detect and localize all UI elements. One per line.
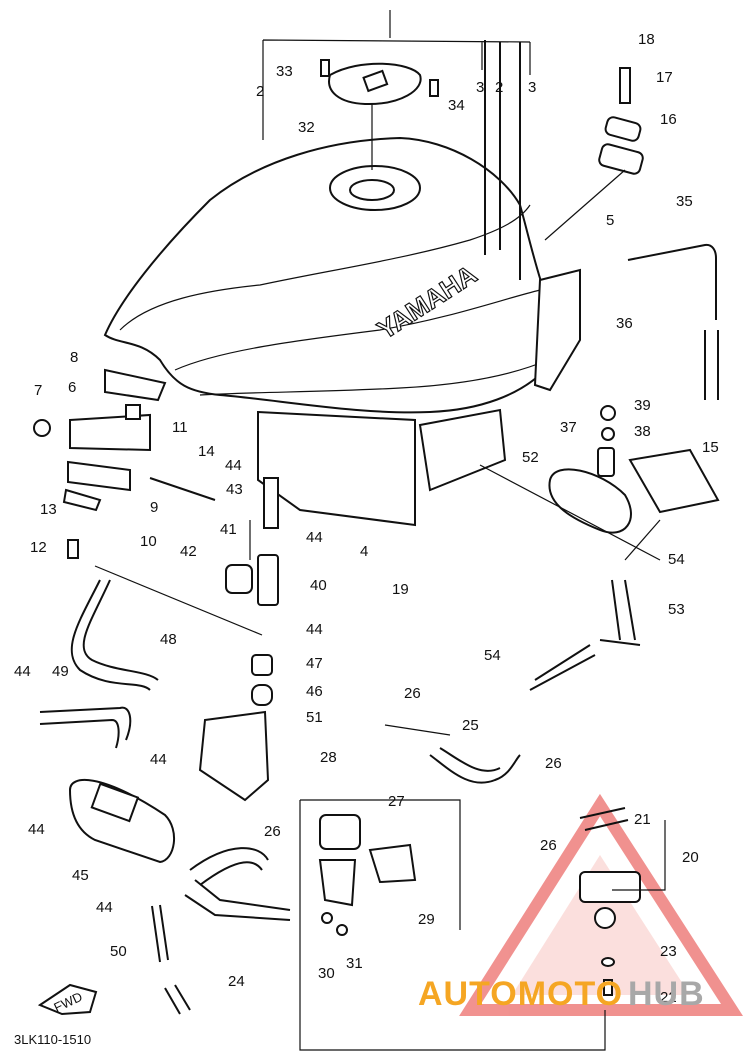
left-bracket-parts: [33, 368, 216, 559]
callout-c6: 6: [68, 379, 76, 396]
callout-c44a: 44: [225, 457, 242, 474]
fuel-filter-right: [548, 405, 632, 534]
drawing-code: 3LK110-1510: [14, 1032, 91, 1047]
callout-c48: 48: [160, 631, 177, 648]
callout-c36: 36: [616, 315, 633, 332]
hose-35b: [704, 330, 719, 400]
callout-c7: 7: [34, 382, 42, 399]
callout-c22: 22: [660, 989, 677, 1006]
callout-c39: 39: [634, 397, 651, 414]
callout-c50: 50: [110, 943, 127, 960]
callout-c30: 30: [318, 965, 335, 982]
callout-c2b: 2: [495, 79, 503, 96]
callout-c9: 9: [150, 499, 158, 516]
callout-c23: 23: [660, 943, 677, 960]
callout-c15: 15: [702, 439, 719, 456]
fuel-hoses: [184, 579, 641, 921]
fuel-tank: [103, 40, 562, 527]
callout-c49: 49: [52, 663, 69, 680]
callout-c21: 21: [634, 811, 651, 828]
callout-c12: 12: [30, 539, 47, 556]
fuel-cock: [579, 807, 641, 996]
watermark-text-secondary: HUB: [628, 975, 705, 1013]
callout-c24: 24: [228, 973, 245, 990]
callout-c41: 41: [220, 521, 237, 538]
callout-c52: 52: [522, 449, 539, 466]
callout-c47: 47: [306, 655, 323, 672]
watermark-text-primary: AUTOMOTO: [418, 975, 623, 1013]
callout-c34: 34: [448, 97, 465, 114]
callout-c13: 13: [40, 501, 57, 518]
callout-c2a: 2: [256, 83, 264, 100]
callout-c26c: 26: [264, 823, 281, 840]
callout-c43: 43: [226, 481, 243, 498]
callout-c51: 51: [306, 709, 323, 726]
callout-c44f: 44: [28, 821, 45, 838]
callout-c37: 37: [560, 419, 577, 436]
callout-c44c: 44: [306, 621, 323, 638]
callout-c53: 53: [668, 601, 685, 618]
callout-c14: 14: [198, 443, 215, 460]
watermark: AUTOMOTO HUB: [418, 975, 705, 1013]
callout-c35: 35: [676, 193, 693, 210]
callout-c5: 5: [606, 212, 614, 229]
callout-c31: 31: [346, 955, 363, 972]
callout-c20: 20: [682, 849, 699, 866]
callout-c19: 19: [392, 581, 409, 598]
callout-c16: 16: [660, 111, 677, 128]
callout-c11: 11: [172, 419, 188, 436]
callout-c44b: 44: [306, 529, 323, 546]
callout-c38: 38: [634, 423, 651, 440]
callout-c26a: 26: [404, 685, 421, 702]
callout-c4: 4: [360, 543, 368, 560]
callout-c27: 27: [388, 793, 405, 810]
callout-c40: 40: [310, 577, 327, 594]
callout-c54b: 54: [484, 647, 501, 664]
callout-c25: 25: [462, 717, 479, 734]
hose-35: [627, 243, 717, 320]
callout-c42: 42: [180, 543, 197, 560]
leader-lines: [94, 10, 666, 1051]
forward-arrow: FWD: [37, 983, 98, 1015]
callout-c32: 32: [298, 119, 315, 136]
callout-c46: 46: [306, 683, 323, 700]
center-connector-parts: [318, 814, 417, 936]
callout-c3a: 3: [476, 79, 484, 96]
fuel-pump: [68, 778, 191, 1015]
callout-c33: 33: [276, 63, 293, 80]
callout-c8: 8: [70, 349, 78, 366]
callout-c26d: 26: [540, 837, 557, 854]
callout-c18: 18: [638, 31, 655, 48]
callout-c44d: 44: [14, 663, 31, 680]
callout-c28: 28: [320, 749, 337, 766]
callout-c44e: 44: [150, 751, 167, 768]
callout-c3b: 3: [528, 79, 536, 96]
callout-c54a: 54: [668, 551, 685, 568]
side-mount-parts: [533, 67, 720, 514]
callout-c45: 45: [72, 867, 89, 884]
callout-c44g: 44: [96, 899, 113, 916]
callout-c29: 29: [418, 911, 435, 928]
callout-c26b: 26: [545, 755, 562, 772]
fuel-filter-assembly: [39, 477, 279, 802]
fuel-cap-assembly: [320, 59, 439, 170]
callout-c17: 17: [656, 69, 673, 86]
callout-c10: 10: [140, 533, 157, 550]
